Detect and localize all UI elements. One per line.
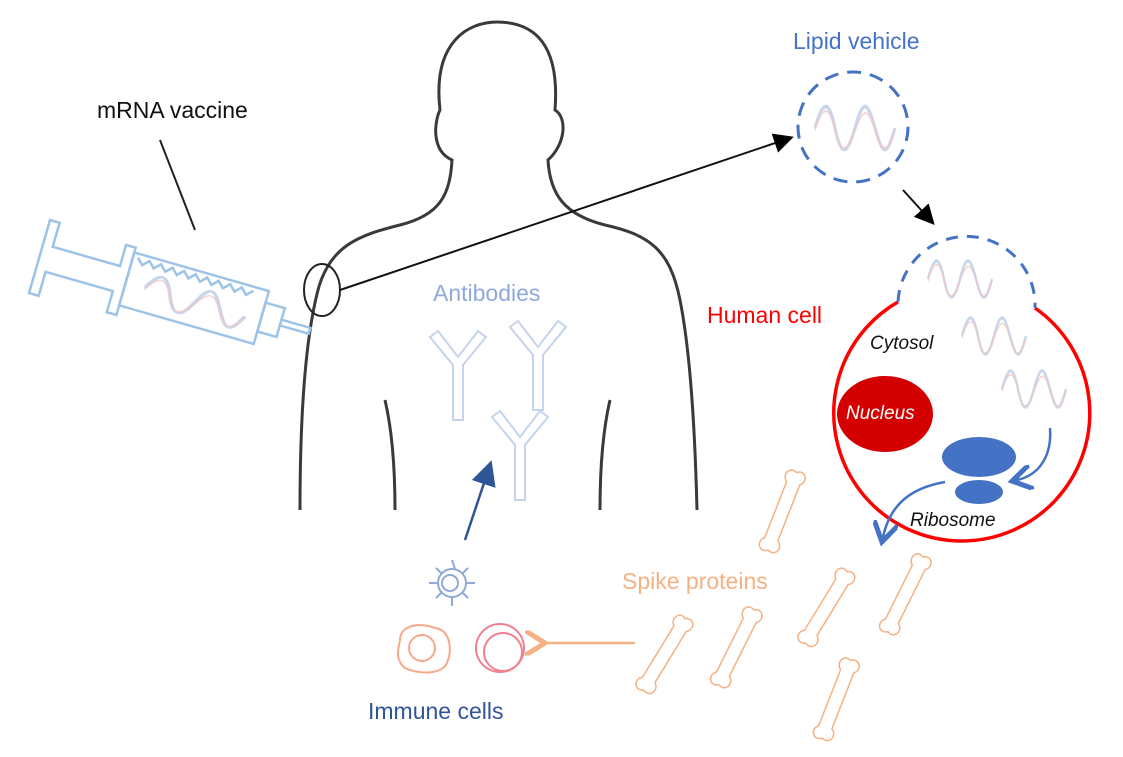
- lipid-vehicle: [796, 70, 910, 184]
- label-lipid-vehicle: Lipid vehicle: [793, 28, 920, 54]
- label-spike-proteins: Spike proteins: [622, 568, 768, 594]
- arrow-to-cell: [902, 189, 935, 225]
- label-antibodies: Antibodies: [433, 280, 541, 306]
- label-mrna-vaccine: mRNA vaccine: [97, 97, 248, 123]
- human-cell-membrane: [832, 300, 1092, 543]
- immune-cells-icon: [397, 559, 525, 674]
- label-immune-cells: Immune cells: [368, 698, 504, 724]
- label-ribosome: Ribosome: [910, 510, 996, 531]
- antibodies-icon: [429, 320, 567, 501]
- ribosome-small-subunit: [955, 480, 1003, 504]
- label-cytosol: Cytosol: [870, 333, 934, 354]
- vaccine-leader-line: [159, 139, 196, 231]
- arrow-mrna-to-ribosome: [1017, 427, 1052, 480]
- nucleus: [837, 376, 933, 452]
- label-nucleus: Nucleus: [846, 403, 915, 424]
- label-human-cell: Human cell: [707, 302, 823, 328]
- arrow-to-lipid: [339, 133, 794, 291]
- arrow-to-antibodies: [463, 460, 496, 541]
- syringe-icon: [27, 218, 312, 346]
- lipid-fusing: [896, 235, 1037, 309]
- ribosome-large-subunit: [942, 437, 1016, 477]
- injection-site-circle: [303, 263, 341, 317]
- human-body-outline: [298, 20, 699, 511]
- spike-proteins-icon: [632, 466, 934, 745]
- arrow-ribosome-out: [883, 480, 946, 537]
